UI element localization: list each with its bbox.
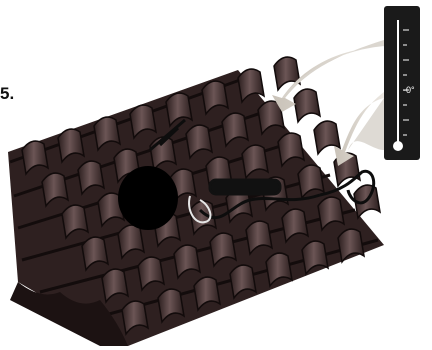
thermometer-scale-label: -0°: [403, 85, 415, 95]
thermometer-icon: -0°: [384, 6, 420, 160]
round-ventilator-icon: [118, 166, 178, 230]
roof-tile: [294, 89, 320, 122]
roof: [8, 57, 384, 346]
